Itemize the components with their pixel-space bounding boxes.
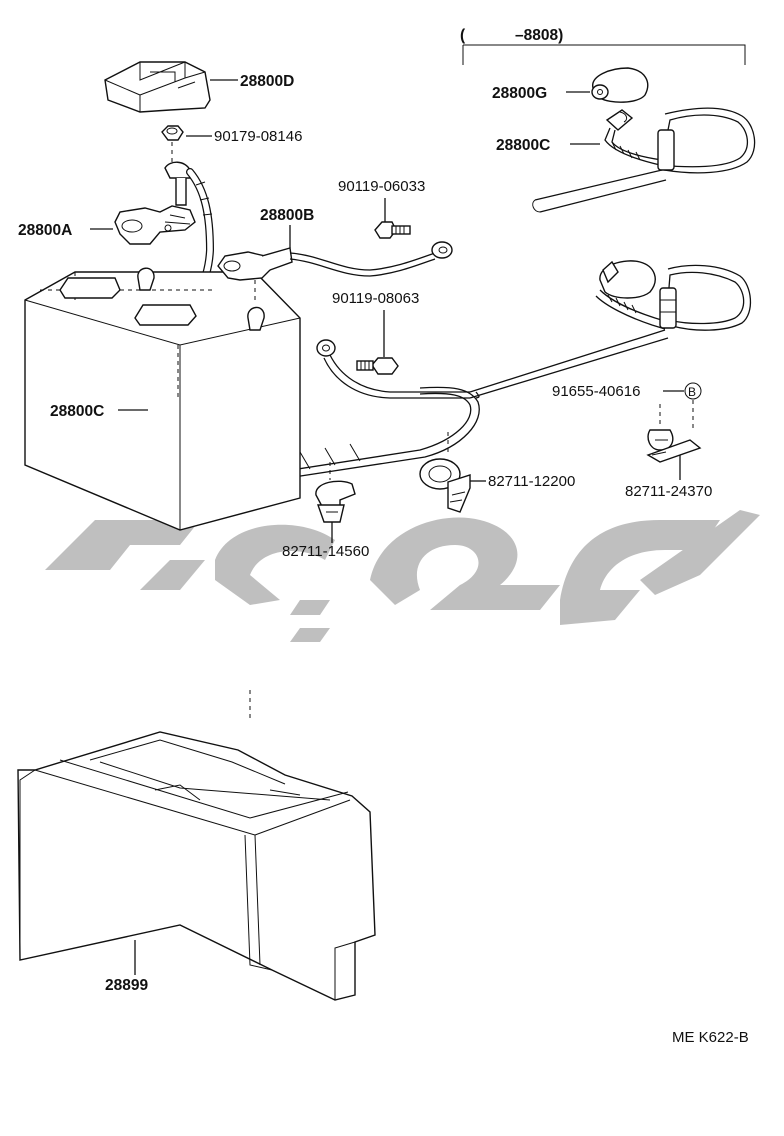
label-90179-08146: 90179-08146 [214, 128, 302, 145]
clamp-82711-14560 [315, 480, 356, 523]
range-bracket: ( –8808) [460, 27, 746, 65]
cable-28800C-upper [532, 107, 756, 213]
figure-code: ME K622-B [672, 1029, 749, 1046]
callout-marker-b: B [684, 382, 702, 400]
watermark-logo [45, 510, 760, 642]
terminal-cover-28800D [104, 61, 211, 113]
label-28899: 28899 [105, 977, 148, 994]
nut-90179 [161, 125, 184, 141]
terminal-clamp-28800A [114, 161, 196, 245]
label-82711-12200: 82711-12200 [488, 473, 575, 490]
label-28800D: 28800D [240, 73, 294, 90]
label-82711-14560: 82711-14560 [282, 543, 369, 560]
clamp-82711-24370 [646, 429, 702, 463]
label-28800A: 28800A [18, 222, 72, 239]
range-open-paren: ( [460, 27, 466, 44]
label-28800C-left: 28800C [50, 403, 104, 420]
connector-assembly-lower [595, 260, 752, 331]
range-note-text: –8808) [515, 27, 563, 44]
label-90119-06033: 90119-06033 [338, 178, 425, 195]
battery [24, 267, 301, 531]
label-28800G: 28800G [492, 85, 547, 102]
label-82711-24370: 82711-24370 [625, 483, 712, 500]
connector-28800G [591, 67, 649, 103]
ground-lug [316, 339, 470, 399]
clamp-82711-12200 [419, 458, 471, 513]
label-91655-40616: 91655-40616 [552, 383, 640, 400]
terminal-cable-28800B [217, 241, 453, 281]
label-28800C-top: 28800C [496, 137, 550, 154]
bolt-90119-06033 [374, 221, 411, 239]
bolt-90119-08063 [356, 357, 399, 375]
main-harness [469, 329, 669, 399]
callout-marker-b-text: B [688, 385, 696, 399]
battery-tray-28899 [17, 731, 376, 1001]
label-90119-08063: 90119-08063 [332, 290, 419, 307]
label-28800B: 28800B [260, 207, 314, 224]
